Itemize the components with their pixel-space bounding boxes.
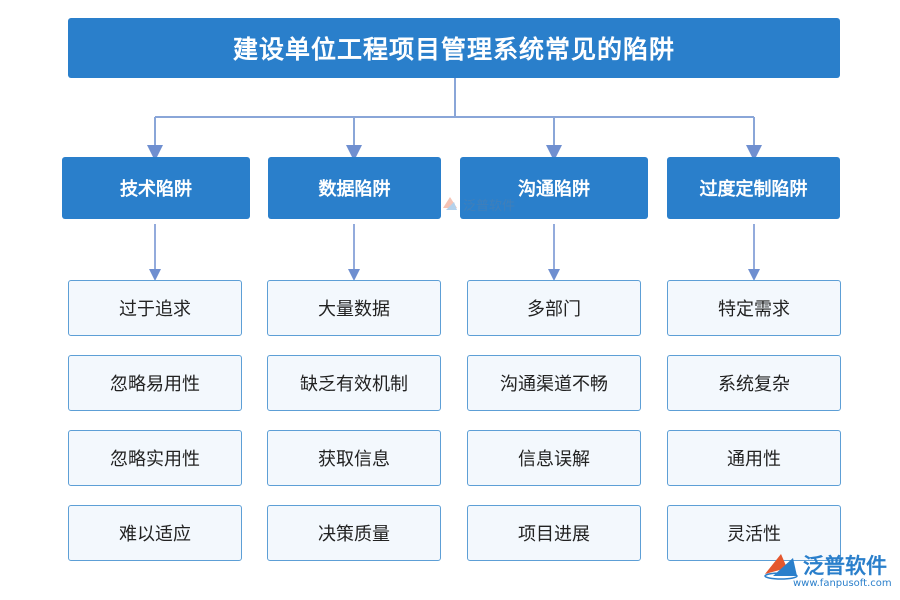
diagram-title: 建设单位工程项目管理系统常见的陷阱	[68, 18, 840, 78]
brand-logo: 泛普软件 www.fanpusoft.com	[763, 548, 895, 596]
center-watermark: 泛普软件	[440, 192, 530, 216]
category-box-custom: 过度定制陷阱	[667, 157, 840, 219]
item-box: 缺乏有效机制	[267, 355, 441, 411]
category-box-tech: 技术陷阱	[62, 157, 250, 219]
watermark-text: 泛普软件	[463, 198, 516, 214]
item-box: 灵活性	[667, 505, 841, 561]
item-box: 特定需求	[667, 280, 841, 336]
item-box: 大量数据	[267, 280, 441, 336]
watermark-logo-icon	[443, 197, 457, 210]
item-box: 过于追求	[68, 280, 242, 336]
item-box: 通用性	[667, 430, 841, 486]
brand-name: 泛普软件	[803, 554, 887, 578]
item-box: 信息误解	[467, 430, 641, 486]
item-box: 忽略实用性	[68, 430, 242, 486]
brand-url: www.fanpusoft.com	[793, 578, 892, 589]
category-box-comm: 沟通陷阱	[460, 157, 648, 219]
item-box: 难以适应	[68, 505, 242, 561]
brand-logo-icon	[764, 554, 798, 580]
item-box: 沟通渠道不畅	[467, 355, 641, 411]
item-box: 忽略易用性	[68, 355, 242, 411]
item-box: 项目进展	[467, 505, 641, 561]
item-box: 多部门	[467, 280, 641, 336]
item-box: 系统复杂	[667, 355, 841, 411]
item-box: 获取信息	[267, 430, 441, 486]
category-box-data: 数据陷阱	[268, 157, 441, 219]
item-box: 决策质量	[267, 505, 441, 561]
